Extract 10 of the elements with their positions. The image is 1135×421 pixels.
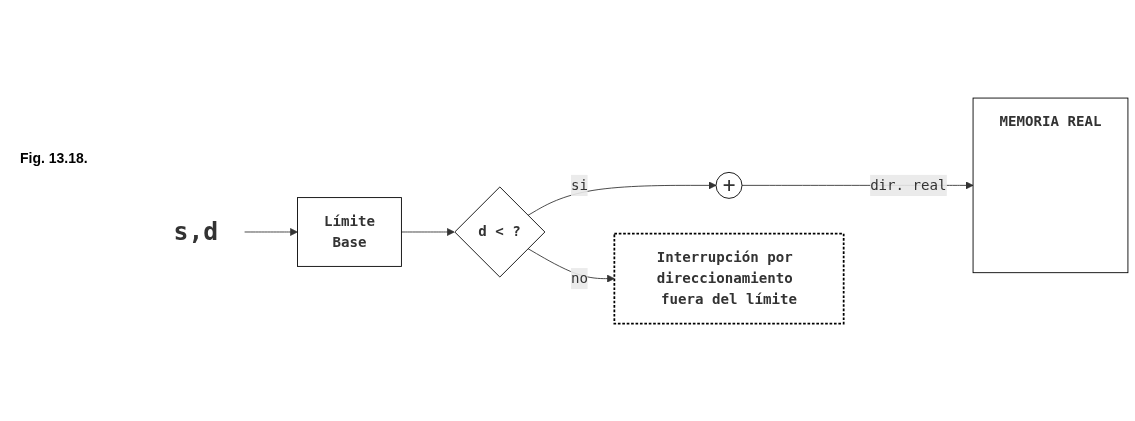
node-circle: + — [715, 171, 743, 199]
edge-label: si — [570, 176, 588, 193]
edge-label: no — [570, 269, 588, 287]
node-text: s,d — [173, 216, 219, 246]
node-box: Interrupción por direccionamiento fuera del límite — [613, 232, 845, 325]
edge-label: dir. real — [870, 176, 947, 193]
node-diamond: d < ? — [454, 186, 546, 278]
figure-label: Fig. 13.18. — [20, 150, 88, 166]
node-box: Límite Base — [297, 196, 402, 267]
node-box: MEMORIA REAL — [972, 97, 1129, 273]
